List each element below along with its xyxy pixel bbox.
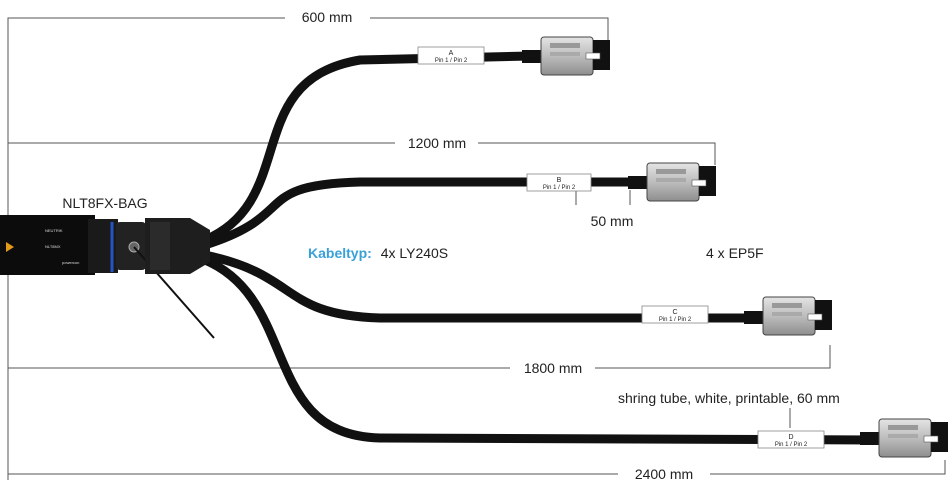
cables <box>200 51 880 445</box>
connector-name: NLT8FX-BAG <box>62 195 147 211</box>
end-connector-b <box>628 162 716 202</box>
dim-label-1200: 1200 mm <box>408 135 466 151</box>
tag-a: A Pin 1 / Pin 2 <box>417 46 485 65</box>
end-connector-count: 4 x EP5F <box>706 245 764 261</box>
tag-d-letter: D <box>788 434 793 441</box>
cable-b <box>200 177 645 250</box>
tag-d: D Pin 1 / Pin 2 <box>757 430 825 449</box>
shrink-tube-note: shring tube, white, printable, 60 mm <box>618 390 840 406</box>
tag-d-pins: Pin 1 / Pin 2 <box>775 442 808 448</box>
dim-line-1200 <box>8 142 716 165</box>
plug-text-3: powercon <box>62 260 79 265</box>
plug-arrow-icon <box>6 242 14 252</box>
tag-a-letter: A <box>449 50 454 57</box>
dim-label-1800: 1800 mm <box>524 360 582 376</box>
plug-body <box>0 215 95 275</box>
cable-type-value: 4x LY240S <box>381 245 448 261</box>
dim-label-50: 50 mm <box>591 213 634 229</box>
tag-c-letter: C <box>672 309 677 316</box>
tag-c: C Pin 1 / Pin 2 <box>641 305 709 324</box>
dim-line-1800 <box>8 345 831 369</box>
tag-b-letter: B <box>557 177 562 184</box>
tag-b-pins: Pin 1 / Pin 2 <box>543 185 576 191</box>
main-connector: NEUTRIK NLT8MX powercon <box>0 215 215 339</box>
end-connector-c <box>744 296 832 336</box>
dim-line-600 <box>7 17 609 480</box>
dim-line-50 <box>575 190 631 205</box>
end-connector-d <box>860 418 948 458</box>
tag-b: B Pin 1 / Pin 2 <box>526 173 592 192</box>
cable-a <box>200 51 535 245</box>
end-connector-a <box>522 36 610 76</box>
plug-text-2: NLT8MX <box>45 244 61 249</box>
gland-detail <box>150 222 170 270</box>
cable-type-label: Kabeltyp: <box>308 245 372 261</box>
plug-text-1: NEUTRIK <box>45 228 63 233</box>
dim-label-600: 600 mm <box>302 9 353 25</box>
cable-type: Kabeltyp: 4x LY240S <box>308 245 448 261</box>
tag-a-pins: Pin 1 / Pin 2 <box>435 58 468 64</box>
cable-d <box>200 255 880 445</box>
dim-line-2400 <box>8 460 946 475</box>
tag-c-pins: Pin 1 / Pin 2 <box>659 317 692 323</box>
cable-c <box>200 250 765 323</box>
dimension-lines <box>7 17 946 480</box>
dim-label-2400: 2400 mm <box>635 466 693 482</box>
